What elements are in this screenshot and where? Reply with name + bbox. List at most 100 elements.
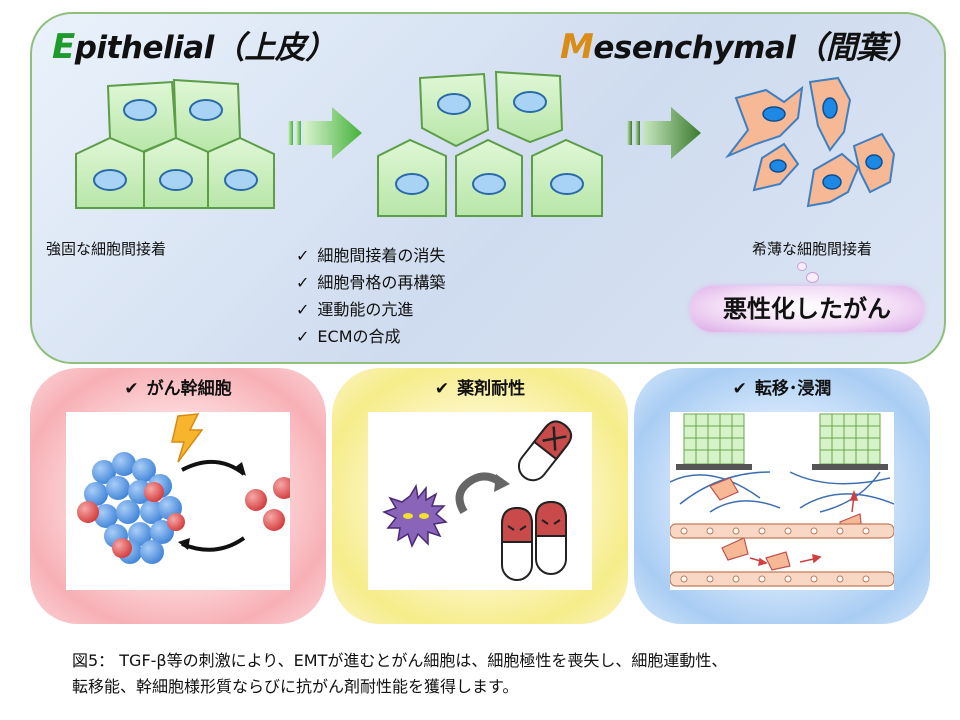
stem-cell — [167, 513, 185, 531]
nucleus — [822, 174, 842, 190]
basement-membrane — [676, 464, 752, 470]
nucleus — [822, 97, 838, 119]
stem-cell — [77, 501, 99, 523]
epithelial-title: Epithelial（上皮） — [52, 22, 336, 67]
ecm-fiber — [669, 474, 761, 499]
nucleus — [395, 173, 429, 195]
tumor-cell — [112, 452, 136, 476]
metastasis-invasion-illustration — [669, 412, 895, 590]
ecm-fiber — [789, 471, 891, 485]
drug-resistance-diagram — [382, 420, 573, 581]
blood-vessel-wall — [669, 571, 895, 587]
thought-bubble — [797, 262, 807, 271]
stem-cell-cycle-diagram — [77, 413, 295, 564]
tumor-cell — [84, 482, 108, 506]
check-icon: ✔ — [124, 379, 139, 399]
resistant-capsule — [535, 500, 567, 575]
thought-bubble — [806, 272, 819, 283]
epithelial-layer — [819, 413, 881, 465]
checklist-item: ✓ECMの合成 — [296, 327, 401, 346]
tumor-cell — [140, 540, 164, 564]
basement-membrane — [812, 464, 888, 470]
check-icon: ✓ — [296, 273, 310, 292]
tumor-cell — [106, 476, 130, 500]
check-icon: ✓ — [296, 327, 310, 346]
epithelial-initial: E — [52, 27, 75, 67]
resistant-capsule — [501, 506, 533, 581]
nucleus — [93, 169, 127, 191]
epithelial-cell-cluster — [75, 78, 275, 209]
epithelial-layer — [683, 413, 745, 465]
caption-line: 転移能、幹細胞様形質ならびに抗がん剤耐性能を獲得します。 — [72, 677, 519, 696]
tumor-cell — [128, 522, 152, 546]
mesenchymal-title: Mesenchymal（間葉） — [560, 22, 918, 67]
lightning-icon — [171, 413, 204, 463]
nucleus — [437, 93, 471, 115]
nucleus — [513, 91, 547, 113]
tumor-cell — [92, 460, 116, 484]
tumor-cell — [116, 500, 140, 524]
ecm-fiber — [799, 493, 895, 509]
nucleus — [224, 169, 258, 191]
stem-cell — [263, 509, 285, 531]
spiky-cancer-cell — [382, 483, 448, 548]
checklist-item: ✓細胞間接着の消失 — [296, 246, 446, 265]
check-icon: ✓ — [296, 246, 310, 265]
metastasis-diagram — [669, 413, 895, 587]
weak-adhesion-label: 希薄な細胞間接着 — [752, 240, 873, 258]
stem-cell — [112, 538, 132, 558]
cancer-cell-eye — [403, 513, 413, 519]
nucleus — [472, 173, 506, 195]
nucleus — [189, 99, 223, 121]
invading-cell — [721, 537, 749, 561]
ecm-fiber — [819, 471, 881, 513]
nucleus — [123, 99, 157, 121]
emt-changes-checklist: ✓細胞間接着の消失 ✓細胞骨格の再構築 ✓運動能の亢進 ✓ECMの合成 — [296, 242, 445, 350]
caption-line: 図5： TGF-β等の刺激により、EMTが進むとがん細胞は、細胞極性を喪失し、細… — [72, 651, 728, 670]
mesenchymal-kanji: （間葉） — [795, 30, 918, 66]
checklist-item: ✓運動能の亢進 — [296, 300, 414, 319]
circular-arrow — [455, 472, 503, 515]
mesenchymal-cell — [724, 85, 804, 159]
check-icon: ✓ — [296, 300, 310, 319]
figure-caption: 図5： TGF-β等の刺激により、EMTが進むとがん細胞は、細胞極性を喪失し、細… — [72, 648, 727, 700]
mesenchymal-word: esenchymal — [593, 30, 796, 66]
green-transition-arrow — [288, 107, 362, 159]
metastasis-invasion-label: ✔転移･浸潤 — [732, 379, 832, 399]
tumor-cell — [140, 500, 164, 524]
drug-resistance-box: ✔薬剤耐性 — [332, 368, 628, 624]
invading-cell — [709, 477, 739, 501]
checklist-item: ✓細胞骨格の再構築 — [296, 273, 446, 292]
cancer-stem-cell-label: ✔がん幹細胞 — [124, 379, 232, 399]
nucleus — [865, 154, 883, 170]
check-icon: ✔ — [434, 379, 450, 399]
nucleus — [159, 169, 193, 191]
strong-adhesion-label: 強固な細胞間接着 — [46, 240, 167, 258]
metastasis-invasion-box: ✔転移･浸潤 — [634, 368, 930, 624]
cancer-stem-cell-illustration — [66, 412, 295, 590]
blood-vessel-wall — [669, 523, 895, 539]
curved-arrow — [181, 536, 246, 552]
epithelial-kanji: （上皮） — [213, 30, 337, 66]
nucleus — [769, 159, 787, 173]
transitioning-cell-cluster — [377, 70, 603, 217]
nucleus — [550, 173, 584, 195]
malignant-cancer-cloud: 悪性化したがん — [690, 286, 924, 332]
drug-resistance-label: ✔薬剤耐性 — [434, 379, 526, 399]
mesenchymal-initial: M — [560, 27, 594, 67]
stem-cell — [144, 482, 164, 502]
epithelial-word: pithelial — [74, 30, 215, 66]
drug-resistance-illustration — [368, 412, 592, 590]
stem-cell — [245, 489, 267, 511]
cancer-cell-eye — [419, 513, 429, 519]
tumor-cell — [132, 458, 156, 482]
cancer-stem-cell-box: ✔がん幹細胞 — [30, 368, 326, 624]
ecm-fiber — [679, 471, 771, 505]
tumor-cell — [94, 504, 118, 528]
nucleus — [762, 106, 786, 122]
dark-green-transition-arrow — [627, 107, 701, 159]
mesenchymal-cell-group — [724, 76, 896, 208]
ecm-fiber — [709, 500, 781, 513]
stem-cell — [273, 477, 295, 499]
invading-cell — [765, 551, 791, 571]
